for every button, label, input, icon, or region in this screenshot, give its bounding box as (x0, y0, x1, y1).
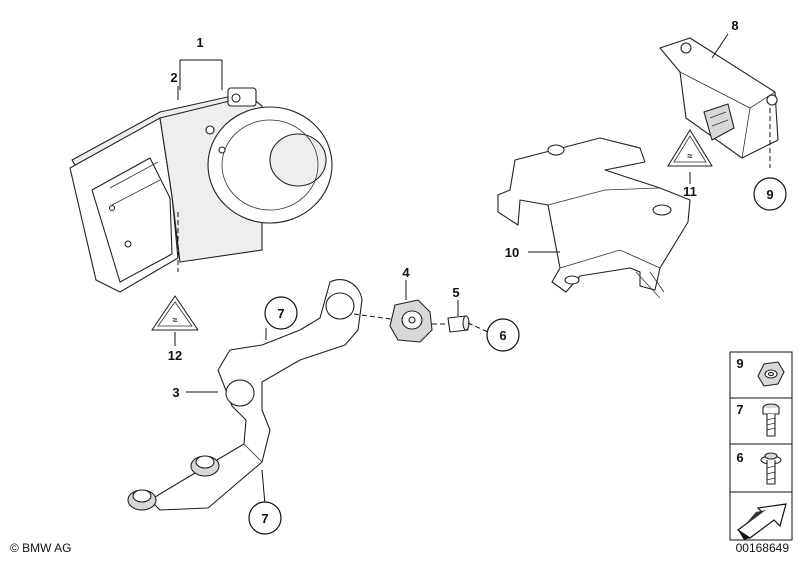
circled-callout-7-top: 7 (264, 296, 298, 330)
callout-12: 12 (168, 348, 182, 363)
callout-1: 1 (196, 35, 203, 50)
bracket-mount-upper (190, 455, 220, 477)
nut-icon (757, 361, 785, 387)
callout-5: 5 (452, 285, 459, 300)
callout-leaders (174, 33, 729, 506)
legend-cell-bolt (729, 397, 793, 445)
callout-11: 11 (683, 184, 697, 199)
fastener-legend: 9 7 6 (729, 351, 793, 541)
bolt-icon (762, 403, 780, 437)
diagram-id: 00168649 (736, 541, 790, 555)
bracket-mount-lower (127, 489, 157, 511)
rubber-mount-4 (389, 299, 433, 343)
warning-label-11: ≈ (667, 129, 713, 167)
svg-text:9: 9 (766, 187, 773, 202)
control-unit (659, 37, 779, 159)
callout-3: 3 (172, 385, 179, 400)
circled-callout-7-bottom: 7 (248, 501, 282, 535)
dash-6 (467, 322, 489, 333)
sleeve-5 (447, 315, 470, 333)
legend-number-bolt: 7 (736, 402, 743, 417)
svg-text:7: 7 (277, 306, 284, 321)
label-11-mark: ≈ (688, 151, 693, 161)
legend-number-screw: 6 (736, 450, 743, 465)
svg-text:7: 7 (261, 511, 268, 526)
control-unit-connector (703, 103, 735, 141)
circled-callout-6: 6 (486, 318, 520, 352)
label-12-mark: ≈ (173, 315, 178, 325)
circled-callout-9: 9 (753, 177, 787, 211)
callout-4: 4 (402, 265, 410, 280)
warning-label-12: ≈ (151, 295, 199, 331)
callout-numbers: 1 2 3 4 5 8 10 11 12 (168, 18, 739, 400)
copyright-text: © BMW AG (10, 541, 72, 555)
screw-washer-icon (760, 452, 782, 485)
direction-arrow-icon (736, 503, 787, 540)
callout-2: 2 (170, 70, 177, 85)
callout-10: 10 (505, 245, 519, 260)
control-unit-bracket (497, 137, 691, 299)
abs-hydraulic-unit (69, 87, 333, 293)
legend-cell-screw (729, 443, 793, 493)
abs-bracket (127, 279, 363, 511)
callout-8: 8 (731, 18, 738, 33)
legend-number-nut: 9 (736, 356, 743, 371)
svg-text:6: 6 (499, 328, 506, 343)
